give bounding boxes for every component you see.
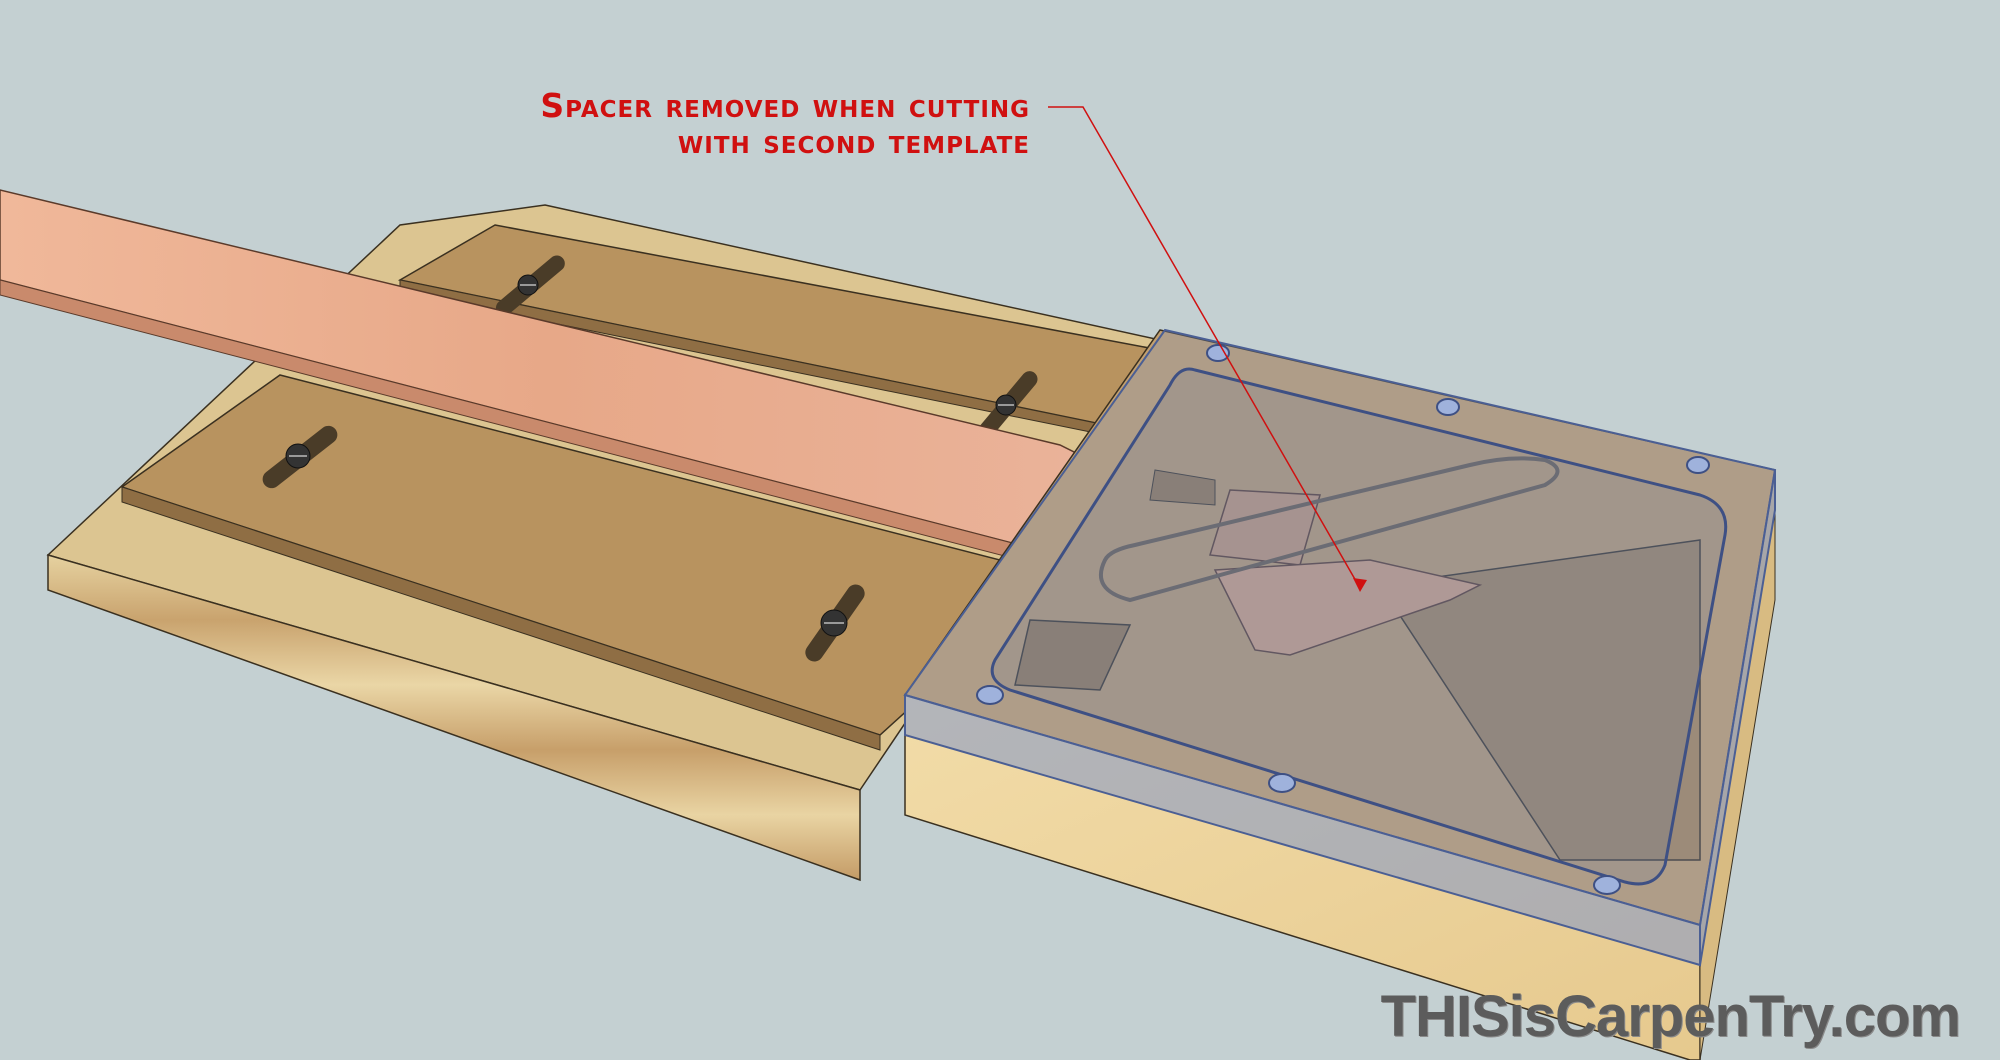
cavity-contents [1014,456,1701,861]
acrylic-template [903,328,1777,967]
front-fence-front [121,486,881,751]
template-screw-holes [976,344,1710,895]
callout-leader [1048,106,1367,592]
callout-line-2: with second template [677,122,1030,161]
back-fence-screw-left [495,255,565,316]
front-fence-screw-left [262,425,338,489]
spacer-callout: Spacer removed when cutting with second … [540,88,1030,160]
template-side-edge [1699,469,1776,966]
spacer-block [1014,619,1132,691]
slot-outline [1099,456,1560,603]
site-watermark: THISisCarpenTry.com [1380,984,1961,1049]
template-opening [990,367,1728,886]
front-fence [120,374,1001,751]
plywood-base-front [47,554,861,882]
back-fence-screw-right [977,371,1038,441]
back-fence [397,224,1162,441]
triangle-spacer [1378,539,1701,861]
front-fence-screw-right [805,584,865,662]
spacer-block-back [1149,469,1216,506]
callout-line-1: Spacer removed when cutting [540,86,1030,125]
highlighted-spacer [1213,559,1483,656]
